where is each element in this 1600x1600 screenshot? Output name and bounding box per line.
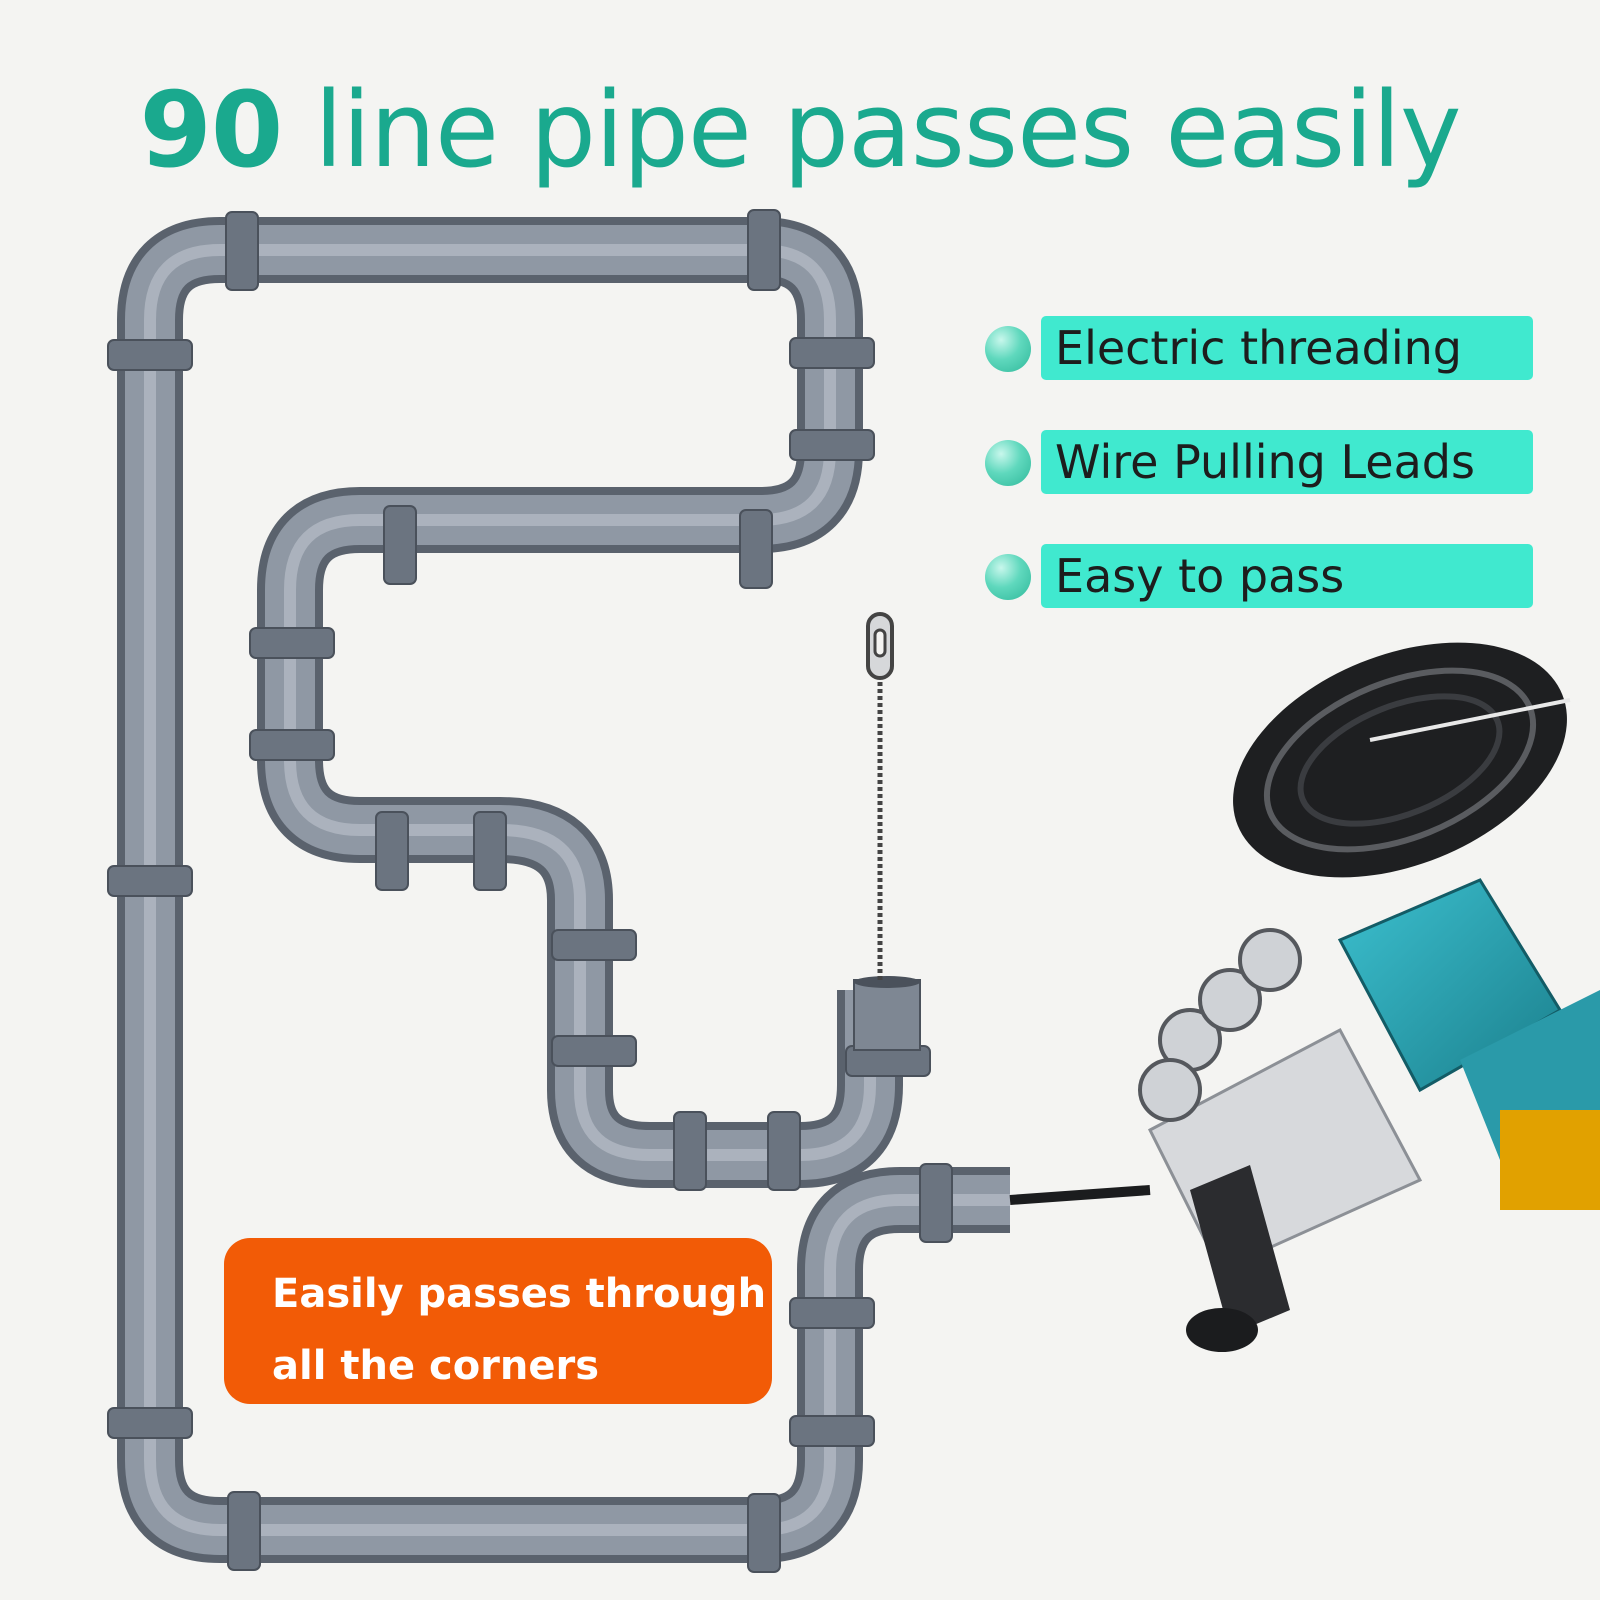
pipe-network	[117, 217, 1010, 1563]
teal-sphere-bullet-icon	[985, 554, 1031, 600]
headline-number: 90	[139, 69, 283, 191]
feature-item: Easy to pass	[985, 544, 1545, 610]
feature-list: Electric threading Wire Pulling Leads Ea…	[985, 316, 1545, 658]
corners-callout: Easily passes through all the corners	[224, 1238, 772, 1404]
pipe-open-end	[853, 976, 921, 1051]
feature-item: Wire Pulling Leads	[985, 430, 1545, 496]
feature-label: Easy to pass	[1041, 544, 1533, 608]
electric-threader-icon	[1009, 642, 1600, 1352]
feature-label: Electric threading	[1041, 316, 1533, 380]
headline: 90 line pipe passes easily	[0, 70, 1600, 190]
teal-sphere-bullet-icon	[985, 326, 1031, 372]
wire-lead-icon	[866, 612, 894, 980]
callout-line-1: Easily passes through	[272, 1271, 767, 1317]
feature-item: Electric threading	[985, 316, 1545, 382]
callout-line-2: all the corners	[272, 1343, 600, 1389]
teal-sphere-bullet-icon	[985, 440, 1031, 486]
feature-label: Wire Pulling Leads	[1041, 430, 1533, 494]
headline-text: line pipe passes easily	[282, 69, 1461, 191]
pipe-flanges	[107, 209, 953, 1573]
